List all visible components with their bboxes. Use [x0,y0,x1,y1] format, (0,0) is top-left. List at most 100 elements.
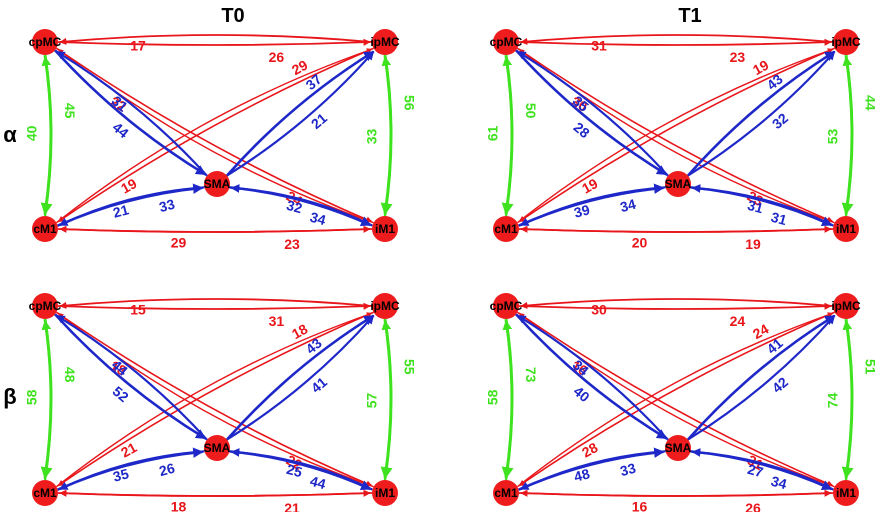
edge-iM1-ipMC [842,320,854,481]
edge-label: 33 [157,196,176,215]
row-label-beta: β [3,384,16,409]
edge-cM1-iM1 [57,225,371,233]
node-SMA: SMA [204,435,231,461]
edge-cM1-SMA [518,183,665,227]
node-circle [372,216,398,242]
node-label: cpMC [490,35,523,49]
edge-label: 19 [745,236,761,252]
edge-ipMC-cpMC [520,298,834,310]
edge-cpMC-SMA [515,49,668,176]
edge-SMA-ipMC [225,314,375,441]
node-circle [372,480,398,506]
edge-SMA-ipMC [687,314,836,441]
node-iM1: iM1 [833,480,859,506]
edge-cpMC-iM1 [55,311,373,487]
edge-cpMC-ipMC [518,302,832,310]
node-ipMC: ipMC [831,29,861,55]
edge-iM1-ipMC [842,56,854,217]
edge-SMA-ipMC [226,50,375,177]
edge-label: 52 [110,383,132,405]
edge-cpMC-iM1 [55,47,373,223]
edge-label: 55 [401,359,417,375]
edge-label: 33 [364,129,380,145]
node-circle [32,293,58,319]
edge-cM1-ipMC [55,48,373,224]
node-circle [204,171,230,197]
edge-cpMC-ipMC [57,38,371,46]
edge-label: 29 [171,235,187,251]
edge-label: 51 [862,359,878,375]
edge-SMA-iM1 [690,186,833,227]
node-label: iM1 [375,222,395,236]
edge-SMA-iM1 [229,450,372,491]
node-SMA: SMA [665,171,692,197]
edge-SMA-ipMC [226,314,375,441]
edge-SMA-ipMC [686,314,836,441]
node-circle [493,216,519,242]
edge-cM1-iM1 [518,489,832,497]
node-circle [32,29,58,55]
edge-ipMC-cpMC [59,298,373,310]
node-circle [493,29,519,55]
edge-label: 15 [130,301,146,317]
node-cpMC: cpMC [490,293,523,319]
edge-label: 19 [579,175,601,197]
node-label: cpMC [490,299,523,313]
edge-label: 20 [632,235,648,251]
edge-label: 44 [110,119,132,141]
node-label: ipMC [831,299,861,313]
node-cM1: cM1 [493,216,519,242]
edge-label: 29 [289,57,311,79]
edge-cM1-cpMC [502,320,514,481]
edge-SMA-cpMC [55,314,208,441]
node-ipMC: ipMC [831,293,861,319]
edge-SMA-iM1 [229,186,372,227]
node-cpMC: cpMC [29,293,62,319]
edge-cM1-ipMC [516,312,834,488]
edge-cM1-SMA [57,447,204,491]
edge-cM1-cpMC [41,56,53,217]
edge-ipMC-cM1 [57,47,374,223]
node-label: ipMC [831,35,861,49]
edge-label: 31 [591,37,607,53]
edge-label: 26 [745,500,761,512]
edge-label: 27 [746,461,765,481]
node-label: SMA [204,441,231,455]
node-label: cpMC [29,35,62,49]
node-SMA: SMA [204,171,231,197]
edge-label: 19 [750,57,772,79]
node-cpMC: cpMC [29,29,62,55]
node-label: ipMC [370,299,400,313]
edge-label: 53 [825,129,841,145]
node-circle [493,293,519,319]
row-label-alpha: α [3,122,17,147]
node-circle [204,435,230,461]
node-cM1: cM1 [32,216,58,242]
edge-label: 31 [269,313,285,329]
edge-label: 73 [523,367,539,383]
node-iM1: iM1 [372,216,398,242]
edge-label: 24 [750,321,772,343]
edge-cpMC-ipMC [518,38,832,46]
column-title-t1: T1 [678,5,701,27]
edge-SMA-cpMC [516,50,669,177]
edge-cM1-ipMC [516,48,834,224]
node-label: SMA [665,441,692,455]
edge-cM1-ipMC [55,312,373,488]
node-circle [833,216,859,242]
edge-cM1-iM1 [518,225,832,233]
node-circle [32,480,58,506]
node-label: iM1 [375,486,395,500]
edge-cM1-SMA [57,183,204,227]
edge-label: 34 [308,209,327,229]
node-cM1: cM1 [493,480,519,506]
edge-label: 28 [579,439,601,461]
node-cM1: cM1 [32,480,58,506]
edge-iM1-ipMC [381,56,393,217]
